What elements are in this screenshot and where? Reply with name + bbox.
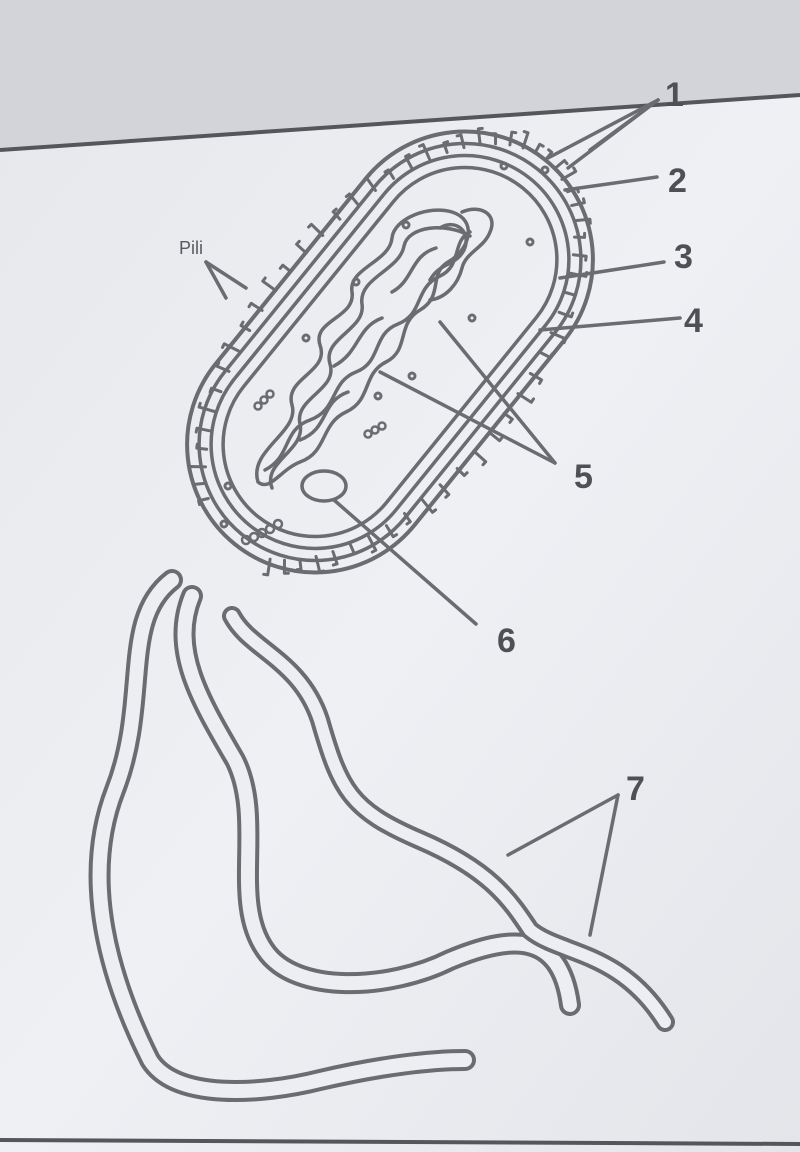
pilus [331, 207, 342, 221]
cell-envelope [185, 129, 595, 575]
label-2: 2 [668, 162, 687, 200]
label-3: 3 [674, 238, 693, 276]
pilus [557, 310, 575, 319]
pilus [572, 217, 592, 225]
pilus [476, 126, 484, 147]
pili-label: Pili [179, 238, 203, 258]
ribosome-dots [219, 161, 550, 529]
paper-edge-top [0, 93, 800, 152]
pilus [418, 143, 432, 161]
pilus [570, 197, 586, 207]
pilus [239, 320, 252, 333]
pilus [307, 222, 325, 237]
pilus [195, 442, 209, 451]
pilus [552, 159, 569, 171]
ribosome-chains [240, 389, 387, 546]
pilus [488, 431, 504, 443]
paper-edge-bottom [0, 1138, 800, 1146]
pilus [331, 550, 339, 567]
pilus [472, 449, 488, 467]
label-4: 4 [684, 302, 703, 340]
capsule-layer [185, 129, 595, 575]
pilus [502, 411, 514, 424]
pilus [282, 558, 290, 575]
pilus [516, 392, 535, 404]
label-6: 6 [497, 622, 516, 660]
nucleoid-dna [254, 207, 494, 490]
pilus [295, 239, 308, 255]
pilus [571, 253, 588, 262]
label-7: 7 [626, 770, 645, 808]
pilus [366, 534, 378, 554]
leader-lines [204, 98, 682, 937]
pilus [404, 153, 414, 170]
pilus [560, 166, 578, 181]
pilus [221, 342, 241, 353]
pilus [533, 142, 545, 155]
pilus [383, 168, 396, 180]
pilus [442, 140, 450, 154]
pilus [384, 524, 399, 539]
pilus [261, 276, 278, 293]
pilus [521, 130, 530, 150]
flagella [88, 569, 675, 1103]
pilus [278, 263, 292, 273]
inclusion-body [300, 469, 348, 503]
pilus [344, 192, 360, 206]
label-1: 1 [665, 76, 684, 114]
pilus [194, 426, 212, 434]
label-5: 5 [574, 458, 593, 496]
pilus [197, 401, 216, 413]
pilus [420, 498, 438, 514]
inner-membrane-layer [221, 165, 559, 539]
